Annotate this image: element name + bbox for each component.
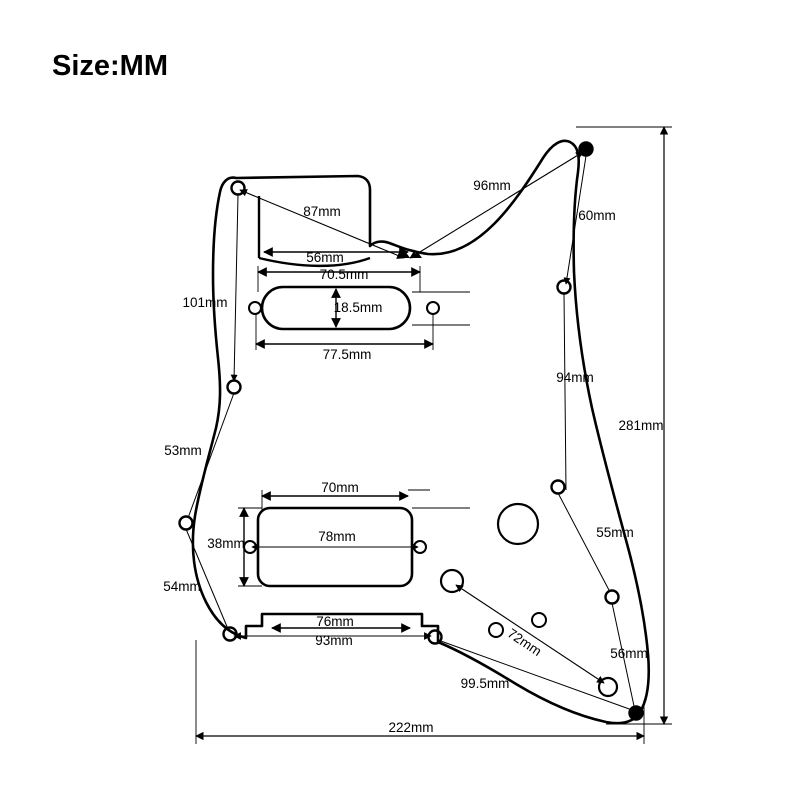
control-leader-marker — [439, 568, 465, 594]
control-hole-small-left — [488, 622, 504, 638]
dimline-101 — [230, 194, 239, 382]
label-38: 38mm — [207, 536, 245, 551]
label-70p5: 70.5mm — [320, 267, 369, 282]
screw-hole-right-upper — [556, 279, 572, 295]
label-76: 76mm — [316, 614, 354, 629]
dimline-54 — [185, 528, 229, 630]
screw-hole-bottom-center — [427, 629, 443, 645]
label-53: 53mm — [164, 443, 202, 458]
screw-hole-upper-left — [230, 180, 246, 196]
screw-hole-slot-right — [426, 301, 440, 315]
screw-hole-bottom-right — [628, 705, 644, 721]
control-hole-large — [496, 502, 540, 546]
control-hole-small-right — [531, 612, 547, 628]
screw-hole-slot-left — [248, 301, 262, 315]
label-94: 94mm — [556, 370, 594, 385]
label-99p5: 99.5mm — [461, 676, 510, 691]
screw-hole-right-lower — [604, 589, 620, 605]
label-93: 93mm — [315, 633, 353, 648]
dimline-56b — [611, 602, 635, 707]
dimline-94 — [563, 292, 567, 491]
dimline-99p5 — [437, 639, 633, 711]
screw-hole-left-middle — [178, 515, 194, 531]
label-56: 56mm — [306, 250, 344, 265]
label-222: 222mm — [388, 720, 433, 735]
label-54: 54mm — [163, 579, 201, 594]
label-77p5: 77.5mm — [323, 347, 372, 362]
dimline-72 — [455, 584, 605, 684]
dimline-96 — [409, 151, 584, 259]
dimline-55 — [557, 492, 611, 593]
dimline-87 — [239, 189, 405, 259]
label-56b: 56mm — [610, 646, 648, 661]
label-60: 60mm — [578, 208, 616, 223]
dimension-labels: 87mm 96mm 56mm 70.5mm 60mm 101mm 18.5mm … — [163, 178, 663, 735]
screw-hole-left-upper — [226, 379, 242, 395]
label-70: 70mm — [321, 480, 359, 495]
label-55: 55mm — [596, 525, 634, 540]
dimline-53 — [187, 392, 235, 519]
screw-hole-right-middle — [550, 479, 566, 495]
label-101: 101mm — [182, 295, 227, 310]
page-title: Size:MM — [52, 50, 168, 82]
label-18p5: 18.5mm — [334, 300, 383, 315]
screw-hole-tail-marker — [597, 676, 619, 698]
dimension-lines — [185, 126, 672, 744]
label-96: 96mm — [473, 178, 511, 193]
dimline-60 — [563, 155, 587, 285]
label-281: 281mm — [618, 418, 663, 433]
label-78: 78mm — [318, 529, 356, 544]
label-87: 87mm — [303, 204, 341, 219]
